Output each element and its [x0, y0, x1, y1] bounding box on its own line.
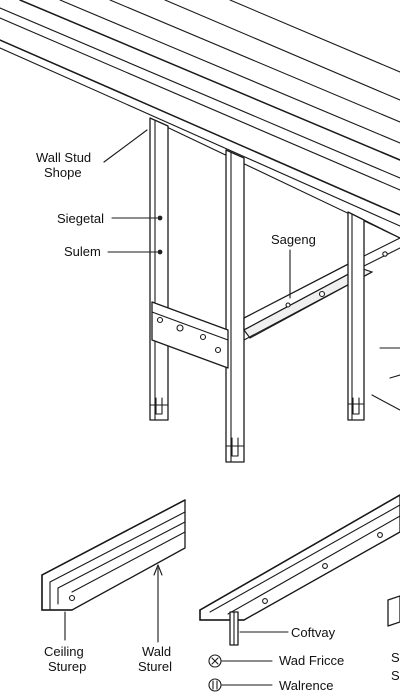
bottom-right-leaders [221, 631, 289, 686]
label-ceiling: Ceiling [44, 644, 84, 659]
label-sulem: Sulem [64, 244, 101, 259]
bracket-hole-3 [199, 333, 207, 341]
label-siegetal: Siegetal [57, 211, 104, 226]
screw-dot-1 [157, 215, 163, 221]
label-wall-stud: Wall Stud [36, 150, 91, 165]
screw-dot-2 [157, 249, 163, 255]
bracket-hole-4 [214, 346, 222, 354]
label-wald: Wald [142, 644, 171, 659]
label-ceiling-sturep: Sturep [48, 659, 86, 674]
wad-fricce-icon [208, 654, 222, 668]
edge-leaders [371, 347, 400, 411]
edge-fragment [387, 595, 400, 627]
stud-center [225, 149, 245, 463]
label-coftvay: Coftvay [291, 625, 336, 640]
track-piece-left [41, 499, 186, 611]
bracket-hole-1 [156, 316, 164, 324]
label-sageng: Sageng [271, 232, 316, 247]
bracket-plate [151, 301, 229, 369]
label-wall-stud-shope: Shope [44, 165, 82, 180]
label-edge-s1: S [391, 650, 400, 665]
stud-right [347, 211, 400, 421]
bracket-hole-2 [176, 324, 184, 332]
label-walrence: Walrence [279, 678, 333, 693]
track-piece-right [199, 494, 400, 646]
label-edge-s2: S [391, 668, 400, 683]
cross-rail [243, 237, 400, 341]
label-wald-sturel: Sturel [138, 659, 172, 674]
label-wad-fricce: Wad Fricce [279, 653, 344, 668]
walrence-icon [208, 678, 222, 692]
ceiling-track [0, 0, 400, 239]
bottom-left-leaders [64, 564, 163, 643]
stud-left [149, 117, 169, 421]
top-leaders [103, 129, 291, 299]
